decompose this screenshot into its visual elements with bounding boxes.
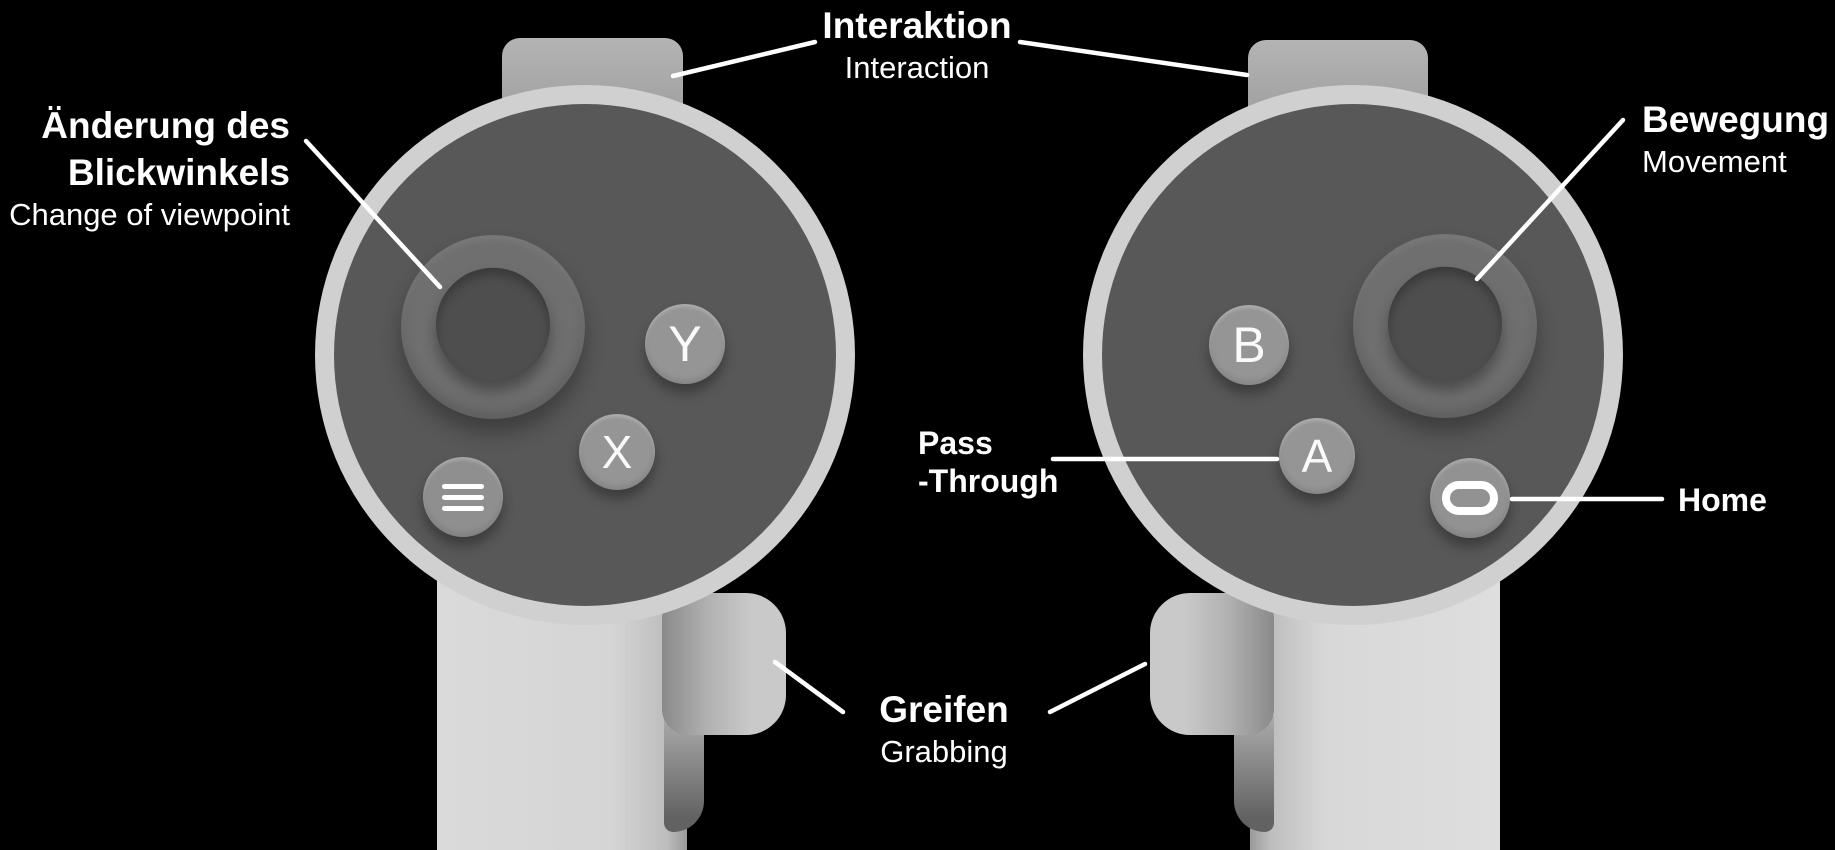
a-button[interactable]: A [1279, 418, 1355, 494]
interaction-label-en: Interaction [844, 50, 990, 85]
b-button[interactable]: B [1209, 305, 1289, 385]
left-thumbstick[interactable] [401, 235, 585, 419]
home-button[interactable] [1430, 458, 1510, 538]
movement-label-de: Bewegung [1642, 99, 1830, 140]
b-button-label: B [1232, 317, 1266, 373]
x-button-label: X [601, 426, 633, 478]
right-grip-button[interactable] [1150, 593, 1274, 735]
left-controller-body [315, 85, 855, 625]
grabbing-label: Greifen Grabbing [794, 686, 1094, 771]
right-thumbstick[interactable] [1353, 234, 1537, 418]
left-thumbstick-cap[interactable] [436, 267, 550, 382]
menu-button[interactable] [423, 457, 503, 537]
interaction-label: Interaktion Interaction [737, 2, 1097, 87]
grabbing-label-de: Greifen [879, 689, 1009, 730]
passthrough-label: Pass -Through [918, 424, 1058, 500]
home-icon [1442, 481, 1498, 515]
interaction-label-de: Interaktion [822, 5, 1012, 46]
right-thumbstick-cap[interactable] [1388, 266, 1502, 381]
passthrough-label-line1: Pass [918, 425, 993, 461]
viewpoint-label: Änderung des Blickwinkels Change of view… [0, 102, 290, 234]
home-label: Home [1678, 482, 1767, 518]
passthrough-label-line2: -Through [918, 463, 1059, 499]
grabbing-label-en: Grabbing [880, 734, 1008, 769]
right-controller-body [1083, 85, 1623, 625]
y-button[interactable]: Y [645, 304, 725, 384]
viewpoint-label-de-line2: Blickwinkels [67, 152, 290, 193]
left-grip-shadow [664, 716, 704, 832]
menu-icon [442, 483, 484, 511]
a-button-label: A [1301, 430, 1333, 482]
viewpoint-label-de-line1: Änderung des [41, 105, 290, 146]
x-button[interactable]: X [579, 414, 655, 490]
right-grip-shadow [1234, 716, 1274, 832]
movement-label: Bewegung Movement [1642, 96, 1829, 181]
left-grip-button[interactable] [662, 593, 786, 735]
y-button-label: Y [668, 316, 702, 372]
movement-label-en: Movement [1642, 144, 1787, 179]
viewpoint-label-en: Change of viewpoint [9, 197, 290, 232]
